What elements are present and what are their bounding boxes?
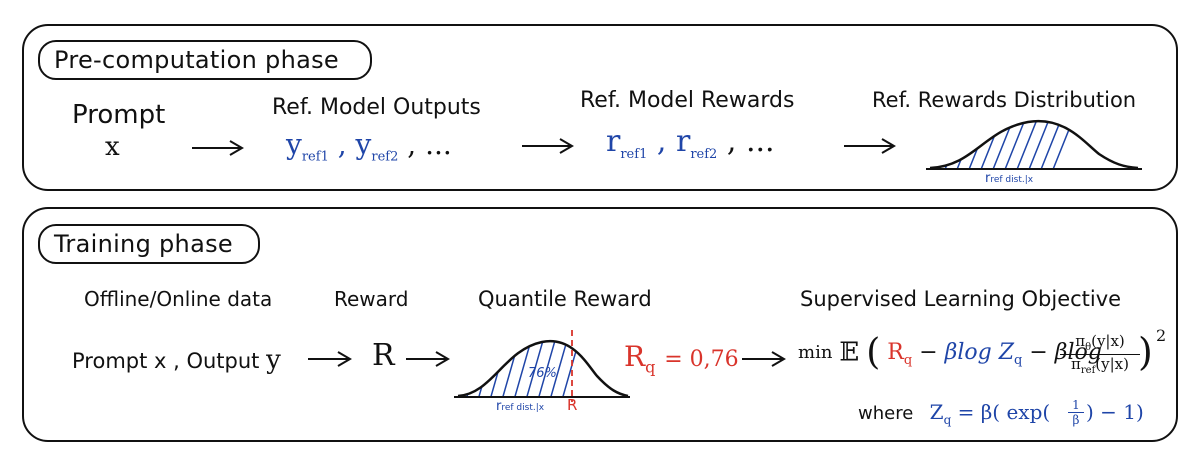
ref-reward-1-sub: ref — [620, 147, 640, 162]
minus-2: − — [1029, 340, 1048, 365]
quantile-dist-axis-sub: ref dist.|x — [501, 403, 545, 413]
beta-log-z: βlog Z — [944, 340, 1015, 365]
zq-frac-den: β — [1072, 413, 1080, 427]
objective-equation: min 𝔼 ( Rq − βlog Zq − βlog — [798, 332, 1102, 378]
right-paren: ) — [1138, 330, 1153, 374]
zq-frac-num: 1 — [1068, 398, 1084, 413]
ref-dist-axis-label: rref dist.|x — [985, 171, 1033, 186]
prompt-var: x — [105, 132, 120, 162]
prompt-label: Prompt — [72, 100, 166, 130]
arrow-3 — [844, 138, 896, 154]
ref-reward-1-idx: 1 — [639, 147, 648, 162]
ref-output-2-idx: 2 — [390, 149, 399, 165]
quantile-dist-R-label: R — [567, 396, 578, 414]
ref-reward-2: r — [675, 124, 691, 159]
training-panel — [22, 207, 1178, 442]
quantile-distribution-curve — [454, 330, 630, 402]
ref-outputs-list: yref1 , yref2 , ... — [286, 128, 452, 165]
ref-rewards-distribution-label: Ref. Rewards Distribution — [872, 88, 1137, 112]
reward-label: Reward — [334, 287, 409, 311]
rq-value: Rq = 0,76 — [624, 340, 739, 377]
ref-reward-1: r — [606, 124, 621, 159]
training-tag: Training phase — [38, 224, 260, 264]
left-paren: ( — [866, 332, 881, 373]
ref-rewards-distribution-curve — [926, 119, 1142, 170]
ref-rewards-ellipsis: , ... — [726, 124, 775, 159]
arrow-2 — [522, 138, 574, 154]
ref-dist-axis-r: r — [985, 171, 991, 186]
pi-theta: π — [1075, 332, 1086, 350]
arrow-4 — [308, 351, 352, 367]
zq-equation: = β( exp( — [957, 400, 1051, 424]
zq-tail: ) − 1) — [1086, 400, 1144, 424]
rq-number: = 0,76 — [664, 347, 739, 372]
ref-model-outputs-label: Ref. Model Outputs — [272, 95, 481, 120]
offline-online-data-label: Offline/Online data — [84, 287, 273, 311]
rq-symbol: R — [624, 340, 646, 373]
reward-var: R — [372, 338, 395, 373]
prompt-output-text: Prompt x , Output y — [72, 345, 281, 375]
squared-exponent: 2 — [1156, 326, 1167, 345]
ref-rewards-list: rref1 , rref2 , ... — [606, 124, 775, 162]
objective-rq-sub: q — [903, 352, 913, 368]
ref-reward-2-idx: 2 — [709, 147, 718, 162]
fraction-denominator: πref(y|x) — [1060, 355, 1140, 376]
ref-dist-axis-sub: ref dist.|x — [990, 175, 1034, 185]
ref-output-1-idx: 1 — [320, 149, 329, 165]
ref-output-2: y — [355, 128, 372, 161]
fraction-numerator: πθ(y|x) — [1060, 332, 1140, 355]
min-symbol: min — [798, 342, 833, 363]
pi-ref-sub: ref — [1080, 365, 1096, 376]
pre-computation-tag: Pre-computation phase — [38, 40, 372, 80]
beta-log-z-sub: q — [1014, 352, 1023, 368]
quantile-percent-label: 76% — [528, 366, 557, 381]
zq-fraction: 1 β — [1068, 398, 1084, 427]
pi-theta-arg: (y|x) — [1091, 332, 1125, 350]
quantile-dist-axis-label: rref dist.|x — [496, 399, 544, 414]
policy-ratio-fraction: πθ(y|x) πref(y|x) — [1060, 332, 1140, 376]
arrow-6 — [742, 351, 786, 367]
quantile-reward-label: Quantile Reward — [478, 287, 652, 311]
quantile-dist-axis-r: r — [496, 399, 502, 414]
ref-reward-2-sub: ref — [690, 147, 710, 162]
expectation-symbol: 𝔼 — [839, 337, 860, 368]
ref-output-2-sub: ref — [371, 149, 391, 165]
beta-log: βlog — [1054, 340, 1102, 365]
ref-outputs-ellipsis: , ... — [407, 128, 452, 161]
rq-sub: q — [645, 357, 656, 377]
pi-theta-sub: θ — [1085, 342, 1092, 353]
objective-label: Supervised Learning Objective — [800, 287, 1122, 311]
pi-ref: π — [1071, 355, 1081, 373]
output-var: y — [266, 345, 281, 375]
minus-1: − — [919, 340, 938, 365]
ref-output-1-sub: ref — [301, 149, 321, 165]
ref-output-1: y — [286, 128, 302, 161]
pre-computation-panel — [22, 24, 1178, 191]
where-line: where Zq = β( exp( — [858, 400, 1050, 427]
where-label: where — [858, 403, 914, 424]
zq-symbol: Z — [929, 400, 944, 424]
prompt-output-label: Prompt x , Output — [72, 349, 260, 373]
objective-rq: R — [887, 340, 904, 365]
pi-ref-arg: (y|x) — [1095, 355, 1129, 373]
arrow-1 — [192, 140, 244, 156]
arrow-5 — [406, 351, 450, 367]
zq-sub: q — [943, 413, 952, 427]
ref-model-rewards-label: Ref. Model Rewards — [580, 88, 795, 113]
